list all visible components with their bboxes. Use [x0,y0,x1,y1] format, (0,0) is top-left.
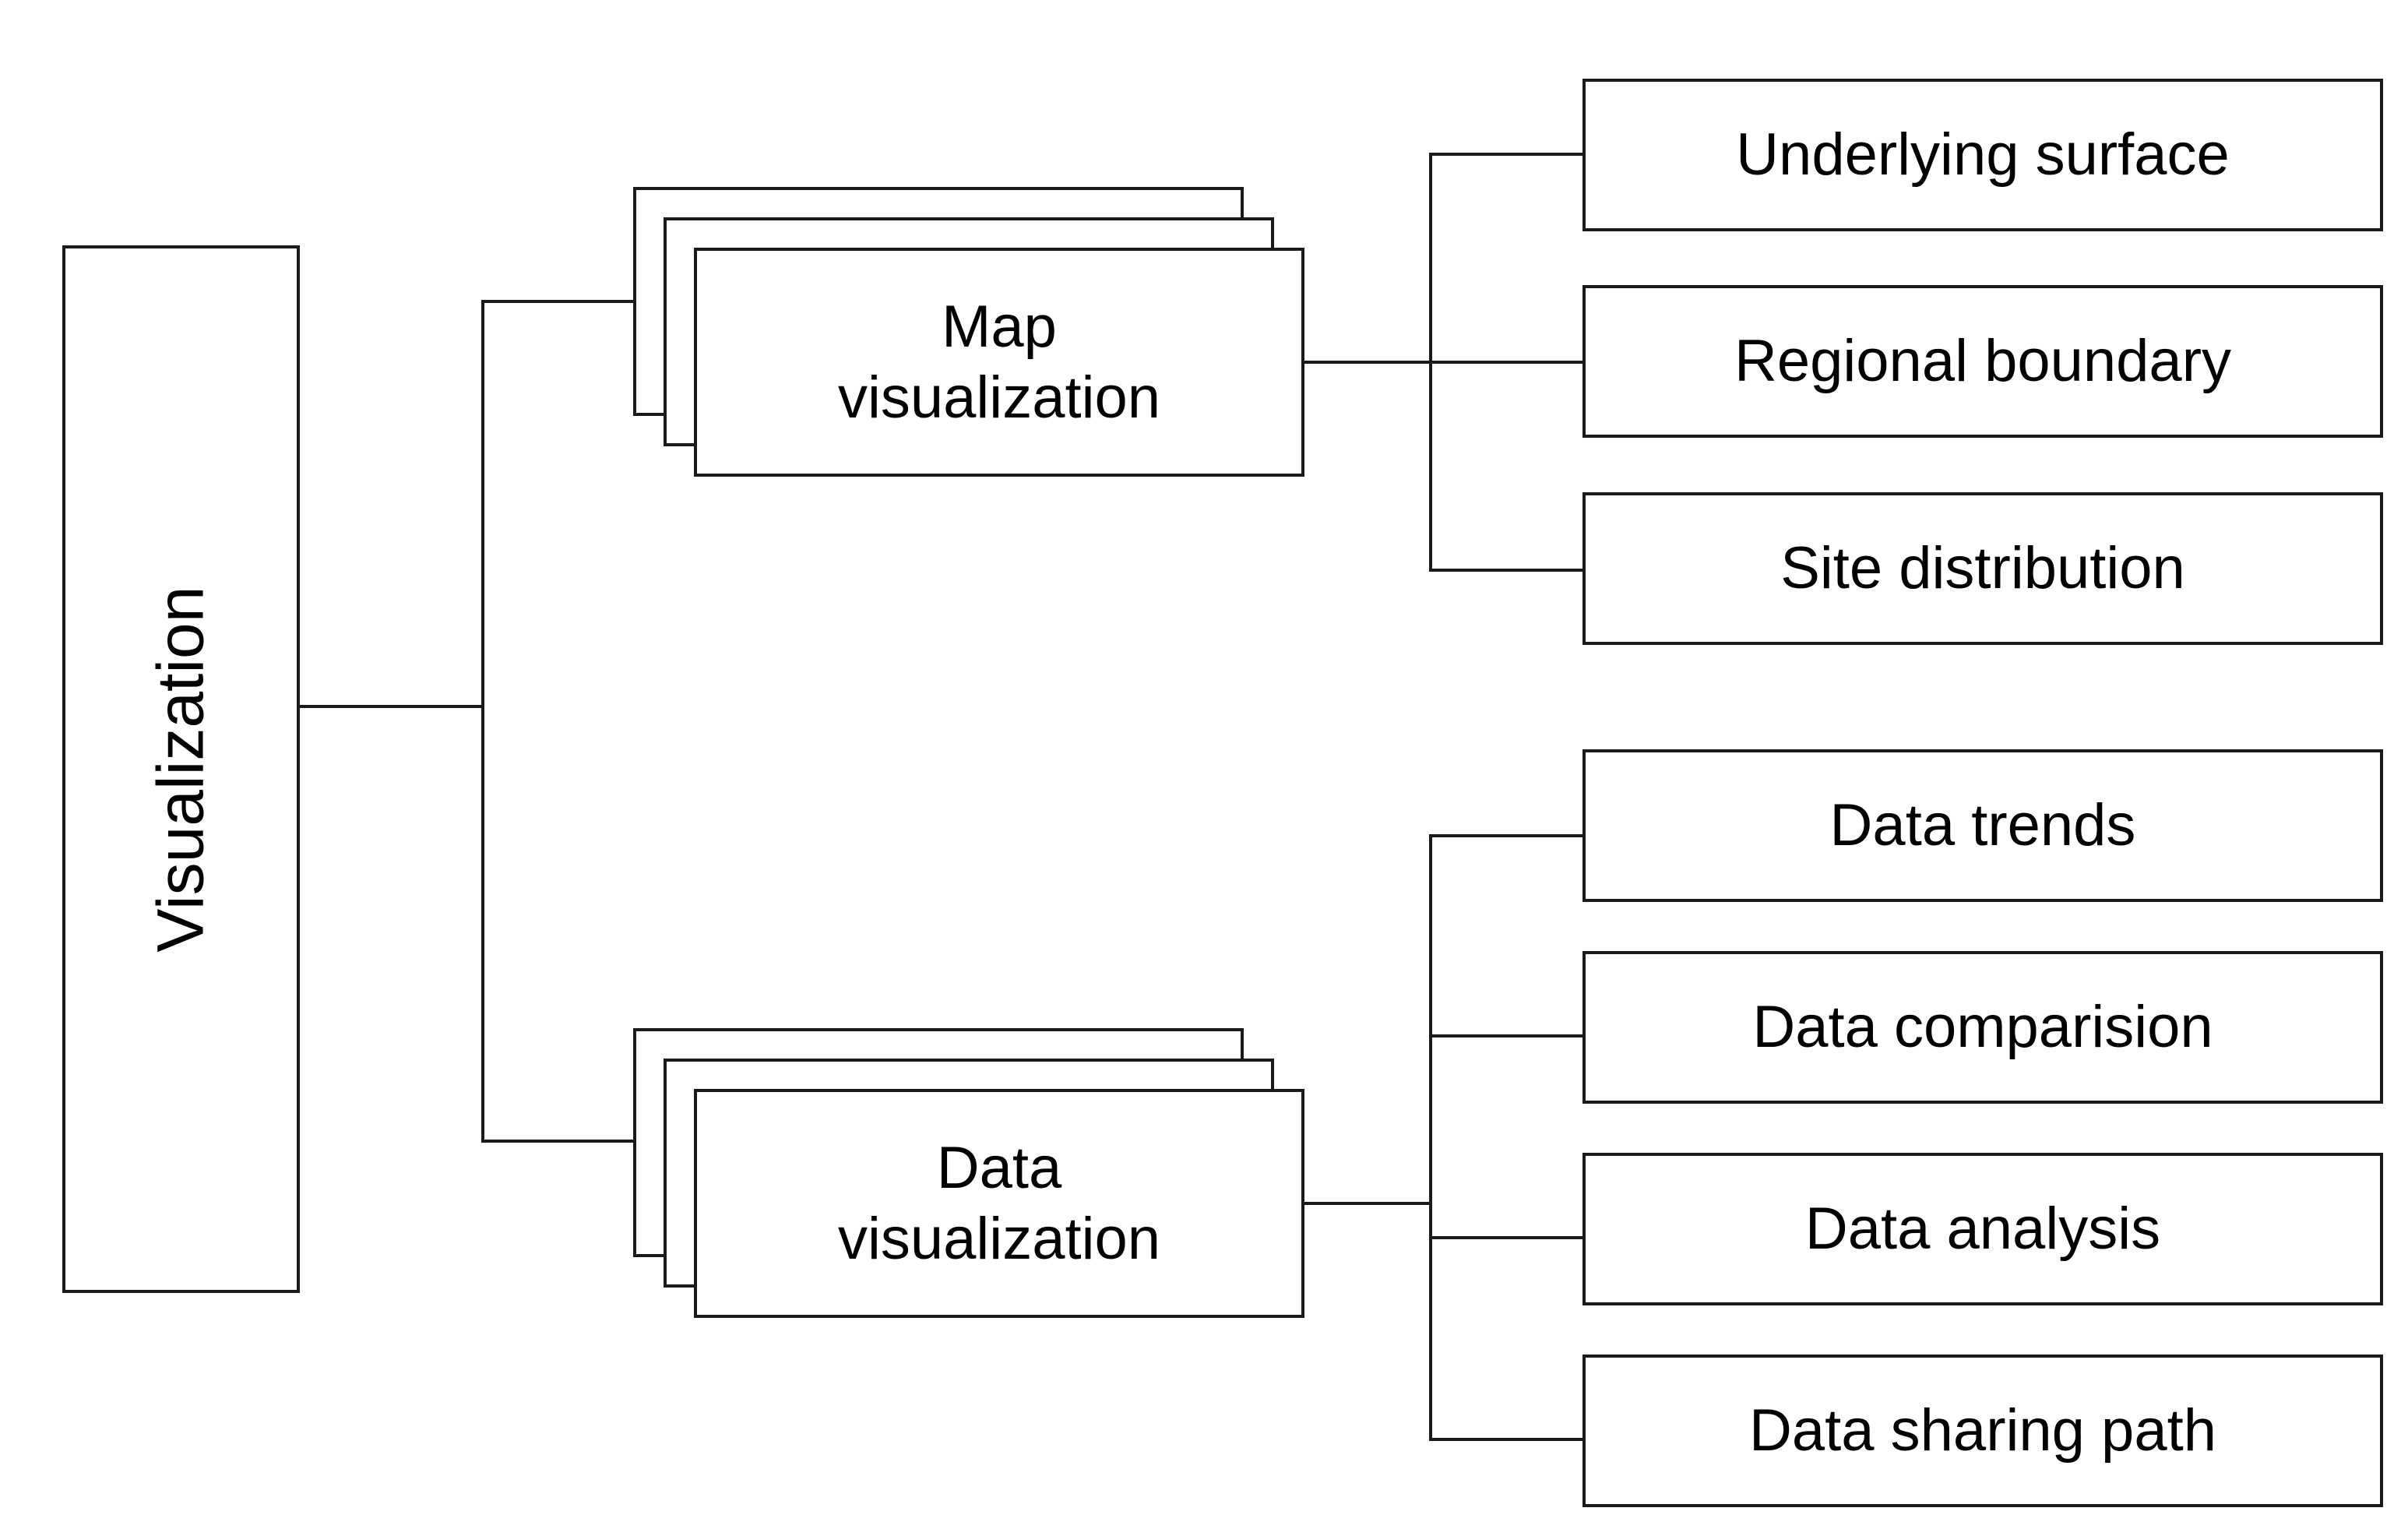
node-data-comparision-label: Data comparision [1752,994,2213,1061]
connector-data-child-2 [1429,1034,1584,1038]
connector-map-stub [1304,361,1431,364]
node-visualization-root[interactable]: Visualization [62,245,300,1293]
node-data-analysis[interactable]: Data analysis [1582,1153,2383,1305]
connector-map-child-1 [1429,153,1584,156]
node-data-trends-label: Data trends [1829,792,2136,859]
node-data-comparision[interactable]: Data comparision [1582,951,2383,1104]
node-site-distribution-label: Site distribution [1780,535,2185,602]
node-data-sharing-path[interactable]: Data sharing path [1582,1355,2383,1507]
node-site-distribution[interactable]: Site distribution [1582,492,2383,645]
node-underlying-surface[interactable]: Underlying surface [1582,79,2383,231]
connector-trunk-to-data [481,1140,636,1143]
connector-data-child-3 [1429,1236,1584,1239]
connector-data-branch-trunk [1429,836,1432,1439]
node-visualization-root-label: Visualization [143,586,217,953]
connector-trunk-to-map [481,300,636,303]
node-map-visualization[interactable]: Map visualization [694,248,1304,477]
connector-data-child-4 [1429,1438,1584,1441]
connector-data-child-1 [1429,834,1584,837]
node-data-sharing-path-label: Data sharing path [1749,1397,2216,1464]
node-regional-boundary-label: Regional boundary [1734,328,2232,395]
connector-root-stub [300,705,483,708]
node-regional-boundary[interactable]: Regional boundary [1582,285,2383,438]
connector-map-child-2 [1429,361,1584,364]
node-data-visualization-label: Data visualization [838,1134,1160,1272]
connector-main-trunk [481,301,484,1143]
node-data-visualization[interactable]: Data visualization [694,1089,1304,1318]
node-map-visualization-label: Map visualization [838,293,1160,431]
node-data-trends[interactable]: Data trends [1582,749,2383,902]
connector-data-stub [1304,1202,1431,1205]
node-underlying-surface-label: Underlying surface [1736,122,2230,188]
node-data-analysis-label: Data analysis [1804,1196,2161,1263]
connector-map-child-3 [1429,569,1584,572]
